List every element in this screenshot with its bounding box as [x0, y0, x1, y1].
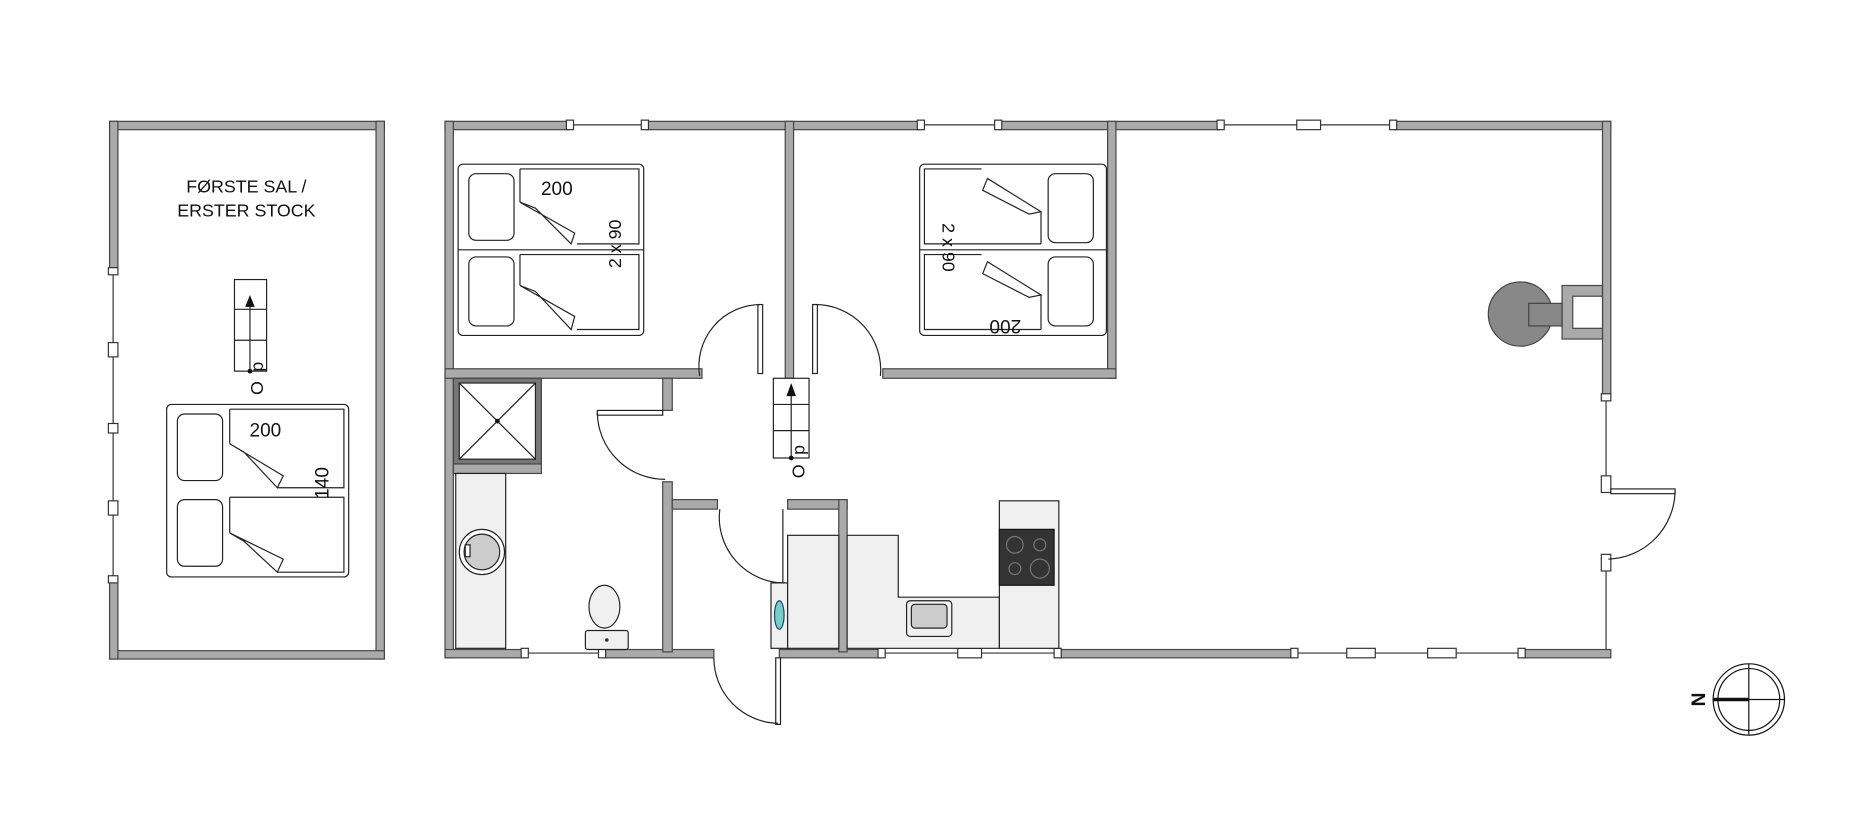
- door: [713, 657, 782, 726]
- wall: [444, 120, 454, 659]
- window: [877, 647, 1062, 659]
- wall: [1107, 120, 1117, 379]
- floor-title-line2: ERSTER STOCK: [177, 201, 315, 221]
- floor-title-line1: FØRSTE SAL /: [186, 177, 306, 197]
- wall: [784, 120, 795, 379]
- kitchen-counter: [787, 500, 1060, 649]
- arrow-up-icon: [245, 295, 255, 307]
- compass-north-label: N: [1687, 693, 1708, 707]
- twin-beds: [919, 163, 1108, 337]
- washing-machine: [770, 582, 789, 649]
- wall: [108, 582, 119, 660]
- wall: [787, 499, 848, 510]
- window: [107, 267, 119, 584]
- kitchen-sink-icon: [910, 603, 948, 629]
- north-compass-icon: [1712, 663, 1786, 736]
- wall: [452, 463, 542, 475]
- wall: [108, 120, 385, 131]
- bed-length-label: 200: [541, 179, 573, 200]
- wall: [671, 499, 719, 510]
- wall: [444, 368, 703, 379]
- wall: [375, 120, 385, 660]
- wall: [602, 648, 715, 659]
- double-bed: [166, 403, 350, 578]
- twin-beds: [457, 163, 645, 337]
- bed-length-label: 200: [250, 421, 282, 442]
- wall: [108, 120, 119, 269]
- wall: [444, 648, 525, 659]
- shower: [452, 377, 542, 465]
- stairs: [772, 377, 810, 461]
- toilet: [584, 584, 629, 651]
- wood-stove: [1487, 281, 1604, 347]
- wall: [778, 648, 882, 659]
- door: [1608, 488, 1676, 560]
- window: [1600, 393, 1612, 650]
- wall: [838, 499, 848, 653]
- upper-floor: FØRSTE SAL / ERSTER STOCK Op 200 140: [107, 120, 385, 660]
- door: [718, 509, 786, 584]
- wall: [882, 368, 1117, 379]
- window: [1290, 647, 1526, 659]
- door: [596, 409, 666, 480]
- bed-width-label: 2 x 90: [938, 223, 958, 272]
- bed-width-label: 2 x 90: [605, 220, 625, 269]
- bed-length-label: 200: [989, 315, 1021, 336]
- stairs-label: Op: [788, 435, 808, 478]
- wall: [108, 650, 385, 660]
- bed-width-label: 140: [312, 467, 333, 499]
- cooktop-icon: [998, 528, 1055, 586]
- wall: [1058, 648, 1294, 659]
- wall: [1522, 648, 1612, 659]
- wall: [662, 481, 673, 653]
- door: [812, 303, 882, 376]
- arrow-up-icon: [786, 383, 796, 397]
- sink-icon: [463, 533, 501, 571]
- window: [916, 119, 1003, 131]
- window: [565, 119, 650, 131]
- ground-floor: Op 200 2 x 90 2: [444, 119, 1676, 726]
- wall: [1393, 120, 1612, 131]
- wall: [645, 120, 921, 131]
- vanity: [455, 472, 507, 649]
- wall: [444, 120, 570, 131]
- wall: [1601, 120, 1612, 397]
- window: [1216, 119, 1398, 131]
- door: [698, 303, 764, 376]
- stairs-label: Op: [247, 352, 267, 395]
- stairs: [233, 278, 268, 374]
- wall: [662, 377, 673, 411]
